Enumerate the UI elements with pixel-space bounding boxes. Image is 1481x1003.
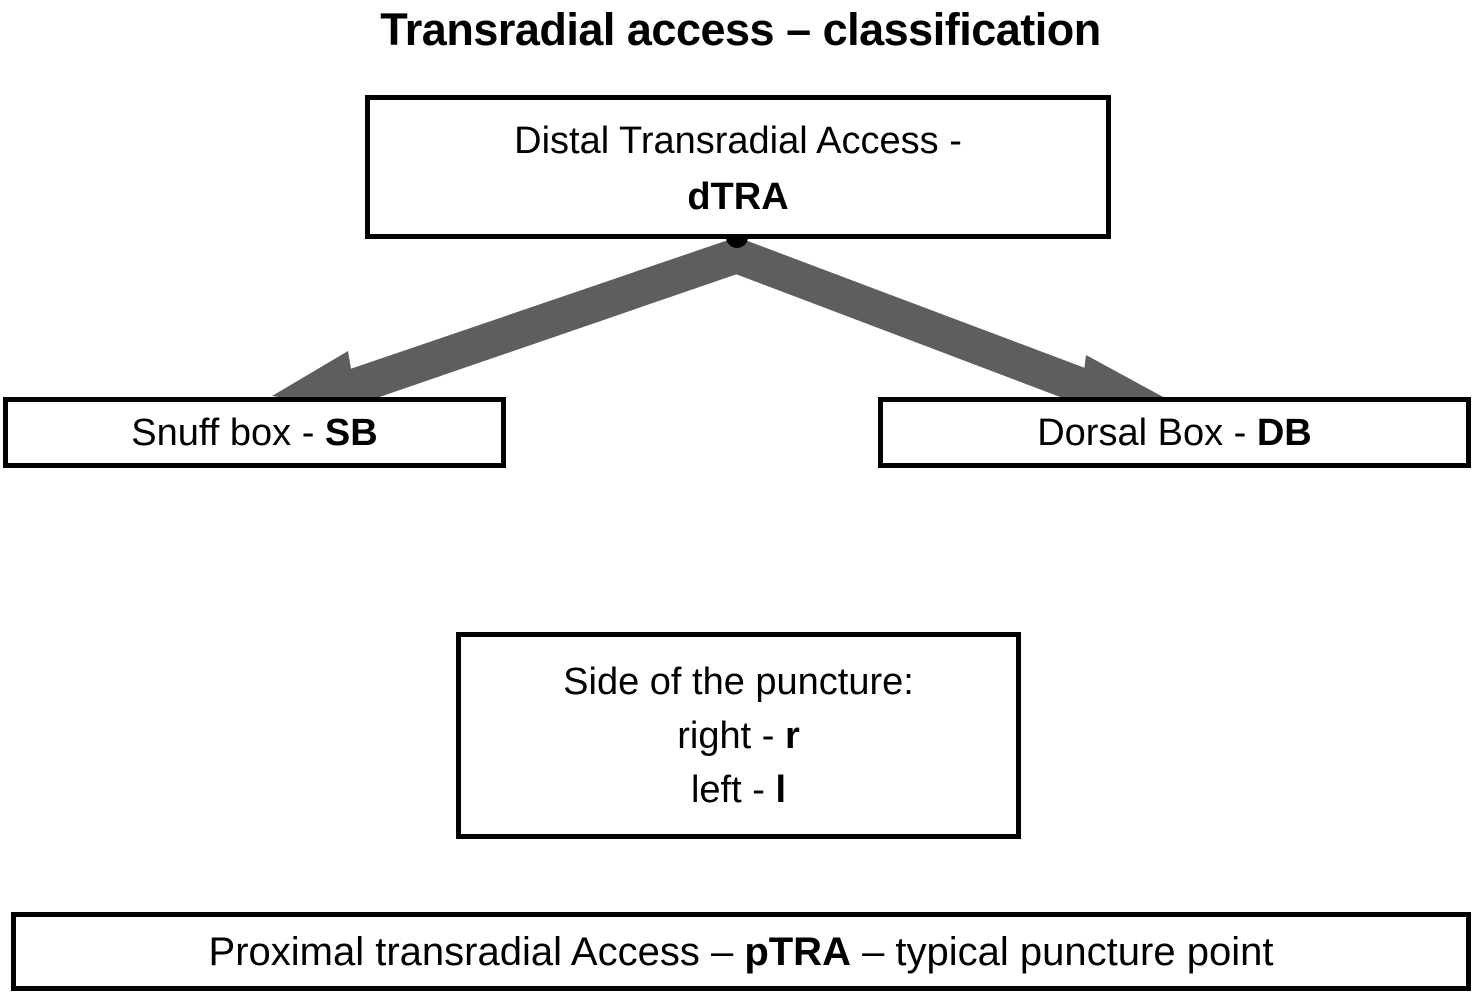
box-proximal-part-1: Proximal transradial Access – — [208, 929, 745, 974]
box-proximal-line: Proximal transradial Access – pTRA – typ… — [209, 928, 1274, 976]
box-side-right-label: right - — [677, 714, 785, 757]
box-side-left-code: l — [775, 768, 787, 811]
arrow-to-snuff-box — [272, 237, 749, 414]
box-snuff-label: Snuff box - — [131, 411, 325, 454]
box-dorsal-box: Dorsal Box - DB — [878, 397, 1471, 468]
page-title: Transradial access – classification — [380, 4, 1101, 55]
box-distal-code: dTRA — [687, 176, 789, 218]
box-dorsal-code: DB — [1256, 411, 1312, 454]
box-side-heading: Side of the puncture: — [563, 660, 914, 703]
box-snuff-line: Snuff box - SB — [131, 411, 377, 455]
box-distal-line-2: dTRA — [687, 169, 788, 225]
box-distal-transradial-access: Distal Transradial Access - dTRA — [365, 95, 1111, 239]
box-side-left-label: left - — [690, 768, 776, 811]
box-distal-line-1: Distal Transradial Access - — [514, 120, 962, 162]
box-proximal-transradial-access: Proximal transradial Access – pTRA – typ… — [11, 912, 1471, 991]
box-snuff-box: Snuff box - SB — [3, 397, 506, 468]
arrow-to-dorsal-box — [725, 237, 1165, 414]
box-proximal-code: pTRA — [744, 929, 851, 974]
box-dorsal-line: Dorsal Box - DB — [1037, 411, 1312, 455]
box-side-left-line: left - l — [691, 763, 786, 817]
box-dorsal-label: Dorsal Box - — [1037, 411, 1257, 454]
box-side-right-line: right - r — [677, 709, 800, 763]
box-proximal-part-2: – typical puncture point — [850, 929, 1274, 974]
box-snuff-code: SB — [324, 411, 378, 454]
box-side-right-code: r — [784, 714, 800, 757]
box-side-of-puncture: Side of the puncture: right - r left - l — [456, 632, 1021, 839]
